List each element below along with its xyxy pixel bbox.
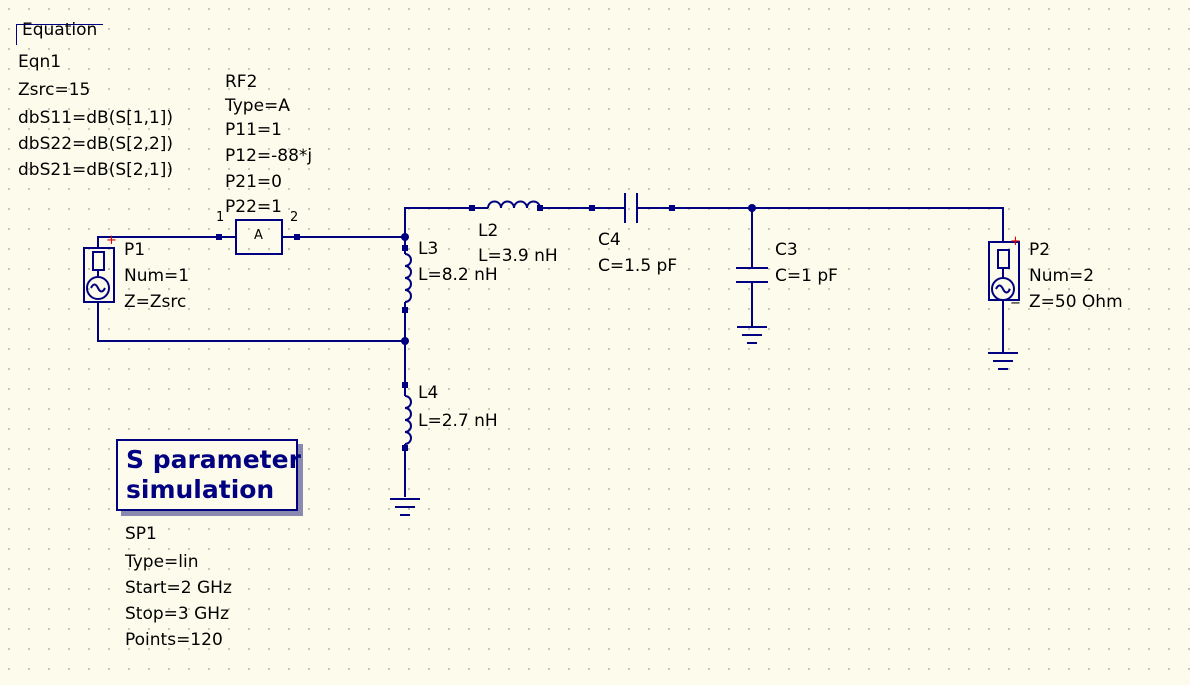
simulation-title-line2: simulation — [126, 475, 275, 504]
rf2-pin2-label: 2 — [290, 210, 299, 225]
p2-property: P2 — [1029, 240, 1051, 260]
l2-property: L=3.9 nH — [478, 246, 558, 266]
s-parameter-simulation-block[interactable]: S parameter simulation — [116, 439, 301, 511]
rf2-box-label: A — [254, 228, 263, 243]
l2-property: L2 — [478, 221, 499, 241]
equation-line: Zsrc=15 — [18, 80, 91, 100]
c4-property: C=1.5 pF — [598, 256, 678, 276]
wire-p1-return[interactable] — [97, 302, 405, 342]
wire-p1-to-rf2[interactable] — [97, 236, 218, 248]
rf2-property: P21=0 — [225, 172, 282, 192]
junction-dot — [401, 233, 409, 241]
equation-line: dbS11=dB(S[1,1]) — [18, 108, 174, 128]
simulation-property: SP1 — [125, 524, 157, 544]
rf2-pin1-label: 1 — [216, 210, 225, 225]
rf2-property: P22=1 — [225, 197, 282, 217]
simulation-property: Stop=3 GHz — [125, 604, 229, 624]
p1-plus-mark: + — [106, 233, 117, 248]
l3-property: L=8.2 nH — [418, 265, 498, 285]
c3-property: C=1 pF — [775, 266, 838, 286]
c3-property: C3 — [775, 240, 798, 260]
p2-minus-mark: − — [1010, 296, 1021, 311]
equation-header[interactable]: Equation — [22, 20, 98, 40]
equation-line: Eqn1 — [18, 52, 62, 72]
inductor-l4-symbol[interactable] — [402, 382, 412, 451]
wire-node-to-l2[interactable] — [404, 207, 472, 237]
capacitor-c3-symbol[interactable] — [736, 267, 768, 283]
inductor-l3-symbol[interactable] — [402, 245, 412, 313]
l3-property: L3 — [418, 239, 439, 259]
port-p1-symbol[interactable] — [83, 247, 115, 303]
wire-c4-to-p2[interactable] — [672, 207, 1004, 242]
simulation-property: Points=120 — [125, 630, 223, 650]
p1-property: P1 — [124, 240, 146, 260]
capacitor-c4-symbol[interactable] — [589, 193, 675, 223]
ground-symbol — [988, 352, 1018, 370]
p2-property: Num=2 — [1029, 266, 1095, 286]
l4-property: L=2.7 nH — [418, 411, 498, 431]
rf2-two-port-symbol[interactable] — [216, 219, 300, 255]
ground-symbol — [737, 326, 767, 344]
simulation-property: Start=2 GHz — [125, 578, 232, 598]
equation-bracket — [16, 24, 103, 45]
rf2-property: P12=-88*j — [225, 146, 313, 166]
port-p2-symbol[interactable] — [988, 241, 1020, 301]
rf2-property: Type=A — [225, 96, 290, 116]
inductor-l2-symbol[interactable] — [469, 200, 543, 212]
junction-dot — [401, 337, 409, 345]
l4-property: L4 — [418, 383, 439, 403]
p2-property: Z=50 Ohm — [1029, 292, 1123, 312]
p1-property: Num=1 — [124, 266, 190, 286]
p2-plus-mark: + — [1010, 234, 1021, 249]
ground-symbol — [390, 498, 420, 516]
equation-line: dbS22=dB(S[2,2]) — [18, 134, 174, 154]
equation-line: dbS21=dB(S[2,1]) — [18, 160, 174, 180]
rf2-property: P11=1 — [225, 120, 282, 140]
junction-dot — [748, 204, 756, 212]
c4-property: C4 — [598, 230, 621, 250]
simulation-title: S parameter simulation — [126, 445, 301, 505]
rf2-property: RF2 — [225, 72, 258, 92]
p1-property: Z=Zsrc — [124, 292, 187, 312]
simulation-title-line1: S parameter — [126, 445, 301, 474]
simulation-property: Type=lin — [125, 552, 199, 572]
